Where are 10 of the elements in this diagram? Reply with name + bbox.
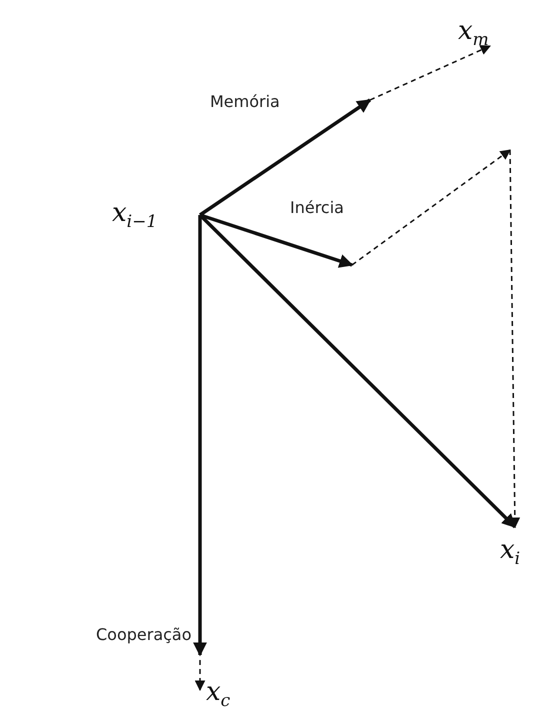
- dashed-arrow: [509, 150, 520, 528]
- math-label: x$_{c}$: [206, 679, 230, 709]
- vector-arrow: [199, 98, 372, 216]
- dashed-arrow: [370, 45, 491, 101]
- math-label: x$_{m}$: [458, 18, 489, 50]
- math-label: x$_{i−1}$: [112, 200, 158, 232]
- math-label: x$_{i}$: [500, 537, 520, 568]
- vector-arrow: [193, 215, 207, 656]
- dashed-arrow: [194, 660, 206, 692]
- edge-label: Cooperação: [96, 625, 192, 644]
